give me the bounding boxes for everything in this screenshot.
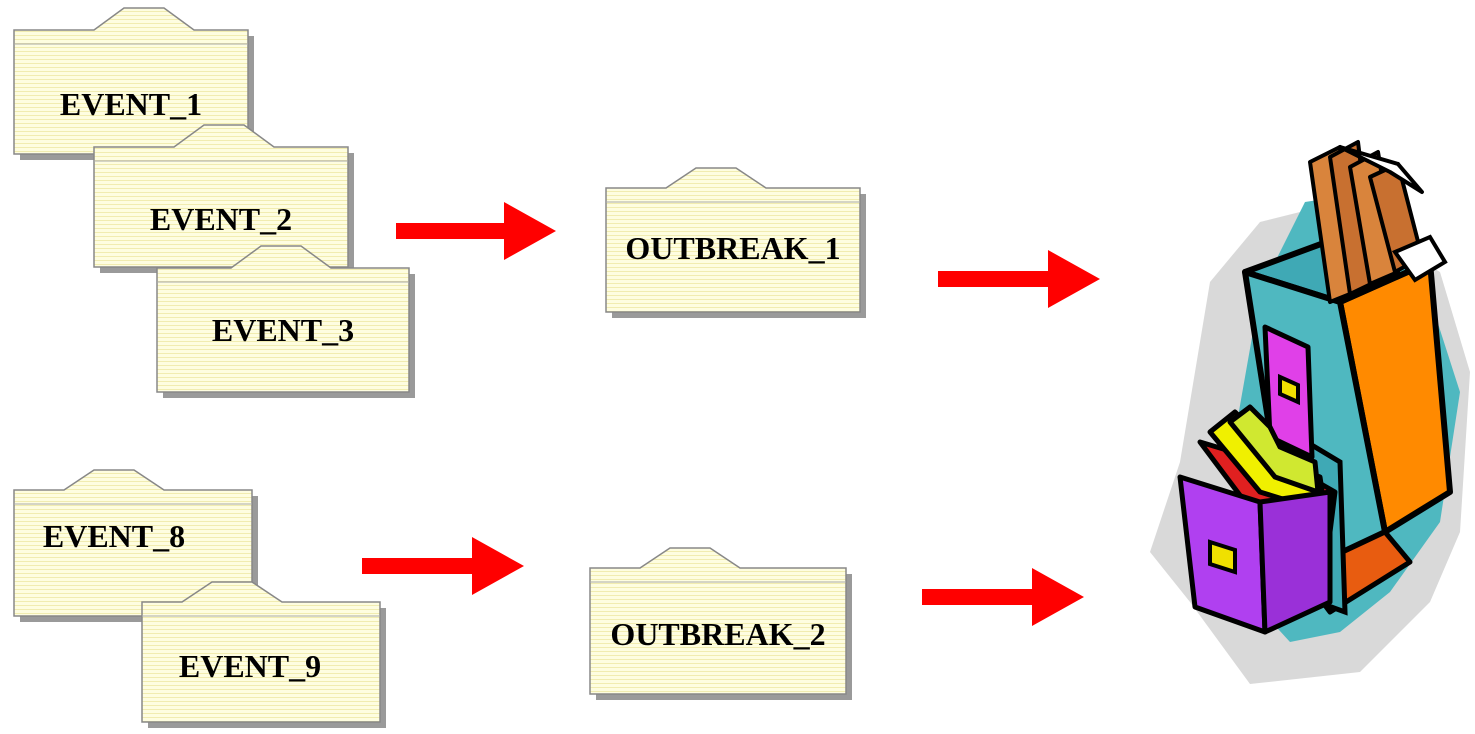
arrow-right-icon bbox=[396, 202, 556, 260]
arrow-right-icon bbox=[922, 568, 1084, 626]
event-label: EVENT_9 bbox=[178, 648, 322, 684]
arrow-right-icon bbox=[362, 537, 524, 595]
folder-icon bbox=[141, 581, 386, 728]
event-folder-3: EVENT_3 bbox=[156, 245, 415, 398]
event-label: EVENT_1 bbox=[59, 86, 203, 122]
event-folder-2: EVENT_2 bbox=[93, 121, 354, 273]
event-folder-9: EVENT_9 bbox=[141, 581, 392, 734]
outbreak-folder-2: OUTBREAK_2 bbox=[589, 547, 852, 700]
event-folder-1: EVENT_1 bbox=[13, 7, 254, 160]
file-cabinet-icon bbox=[1150, 140, 1470, 684]
event-label: EVENT_2 bbox=[149, 201, 293, 237]
folder-icon bbox=[13, 7, 254, 160]
folder-icon bbox=[605, 167, 866, 318]
outbreak-label: OUTBREAK_1 bbox=[625, 230, 841, 266]
event-folder-8: EVENT_8 bbox=[13, 469, 258, 622]
outbreak-folder-1: OUTBREAK_1 bbox=[605, 167, 866, 318]
arrow-right-icon bbox=[938, 250, 1100, 308]
folder-icon bbox=[13, 469, 258, 622]
folder-icon bbox=[156, 245, 415, 398]
folder-icon bbox=[589, 547, 852, 700]
event-label: EVENT_3 bbox=[211, 312, 355, 348]
event-label: EVENT_8 bbox=[42, 518, 186, 554]
folder-icon bbox=[93, 124, 354, 273]
outbreak-label: OUTBREAK_2 bbox=[610, 616, 826, 652]
